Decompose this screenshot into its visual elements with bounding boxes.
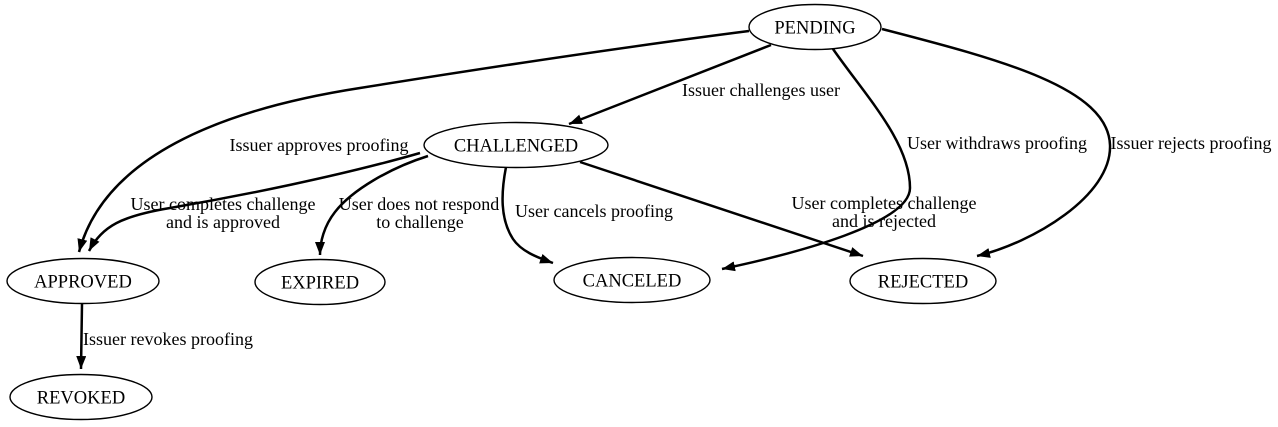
edge-label: User completes challenge <box>131 194 316 214</box>
node-pending: PENDING <box>748 3 882 51</box>
transition-arrow <box>881 27 1112 258</box>
state-ellipse <box>849 257 997 305</box>
node-approved: APPROVED <box>6 257 160 305</box>
node-canceled: CANCELED <box>553 256 711 304</box>
transition-arrow <box>77 29 750 253</box>
transition-arrow <box>76 303 87 370</box>
node-rejected: REJECTED <box>849 257 997 305</box>
state-label: EXPIRED <box>281 274 359 294</box>
edge-pending-rejected: Issuer rejects proofing <box>881 27 1272 258</box>
edge-pending-challenged: Issuer challenges user <box>568 43 840 126</box>
edge-pending-approved: Issuer approves proofing <box>77 29 750 253</box>
transition-arrow <box>568 43 772 126</box>
edge-label: to challenge <box>376 212 463 232</box>
edge-pending-canceled: User withdraws proofing <box>721 48 1087 272</box>
edge-label: Issuer rejects proofing <box>1111 133 1272 153</box>
state-ellipse <box>254 258 386 306</box>
edge-label: and is approved <box>166 212 280 232</box>
state-ellipse <box>9 373 153 421</box>
state-label: REVOKED <box>37 389 125 409</box>
edge-label: Issuer challenges user <box>682 80 840 100</box>
state-label: PENDING <box>774 19 855 39</box>
edge-label: Issuer approves proofing <box>230 135 409 155</box>
transition-arrow <box>315 154 429 256</box>
edge-label: User cancels proofing <box>515 201 673 221</box>
node-challenged: CHALLENGED <box>423 121 609 169</box>
edge-label: Issuer revokes proofing <box>83 329 253 349</box>
state-label: CHALLENGED <box>454 137 578 157</box>
edge-label: User completes challenge <box>792 193 977 213</box>
transition-arrow <box>501 166 554 265</box>
edge-label: User withdraws proofing <box>907 133 1087 153</box>
state-ellipse <box>423 121 609 169</box>
edge-approved-revoked: Issuer revokes proofing <box>76 303 253 370</box>
edge-label: and is rejected <box>832 211 936 231</box>
state-ellipse <box>553 256 711 304</box>
edge-challenged-canceled: User cancels proofing <box>501 166 673 265</box>
state-label: CANCELED <box>583 272 682 292</box>
state-label: APPROVED <box>34 273 132 293</box>
state-label: REJECTED <box>878 273 968 293</box>
edge-label: User does not respond <box>339 194 499 214</box>
transition-arrow <box>721 48 912 272</box>
state-ellipse <box>6 257 160 305</box>
transition-arrow <box>87 151 421 252</box>
state-ellipse <box>748 3 882 51</box>
node-expired: EXPIRED <box>254 258 386 306</box>
node-revoked: REVOKED <box>9 373 153 421</box>
transition-arrow <box>579 160 864 258</box>
